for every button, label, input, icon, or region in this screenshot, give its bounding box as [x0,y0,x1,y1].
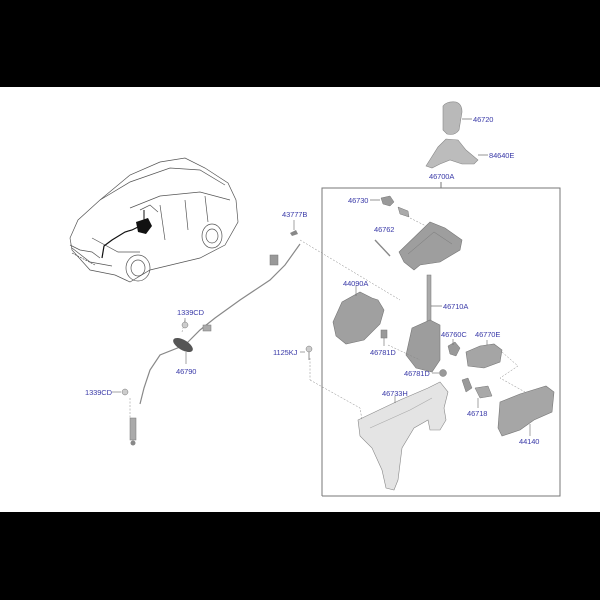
part-46733H-base-bracket [357,381,449,491]
label-46730: 46730 [348,196,369,205]
label-46781D-right: 46781D [404,369,430,378]
small-fasteners [112,220,313,396]
vehicle-cable-highlight [101,210,152,259]
part-46790-shift-cable [129,243,301,446]
part-44090A-bracket [332,285,385,345]
label-43777B: 43777B [282,210,308,219]
part-46760C-solenoid [447,339,461,357]
part-46781D-bushings [380,329,447,377]
part-46718-switch [461,377,493,408]
label-46781D-left: 46781D [370,348,396,357]
label-46762: 46762 [374,225,395,234]
part-46710A-shift-lever [405,274,442,373]
part-46730-clip [370,195,431,229]
label-1339CD-left: 1339CD [85,388,112,397]
label-46710A: 46710A [443,302,469,311]
label-84640E: 84640E [489,151,515,160]
label-46770E: 46770E [475,330,501,339]
label-46760C: 46760C [441,330,467,339]
part-46762-top-housing [374,221,463,271]
part-46720-shift-knob [442,101,472,135]
diagram-canvas [0,87,600,512]
part-84640E-shift-boot [425,138,488,169]
assembly-box [321,182,561,497]
label-1339CD-top: 1339CD [177,308,204,317]
label-44090A: 44090A [343,279,369,288]
vehicle-illustration [69,157,239,283]
label-46720: 46720 [473,115,494,124]
leader-lines [129,239,421,421]
label-46718: 46718 [467,409,488,418]
label-46790: 46790 [176,367,197,376]
label-46700A: 46700A [429,172,455,181]
label-44140: 44140 [519,437,540,446]
label-1125KJ: 1125KJ [273,348,298,357]
part-44140-cover [497,385,555,437]
part-46770E-indicator-housing [465,340,526,393]
label-46733H: 46733H [382,389,408,398]
